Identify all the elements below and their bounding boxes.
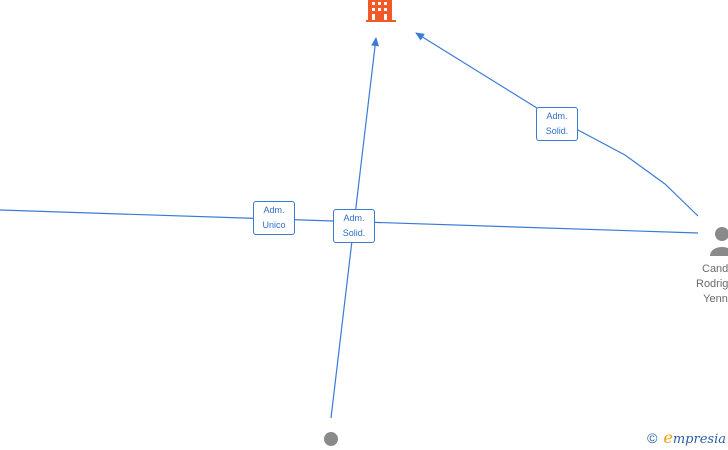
copyright-symbol: © (647, 429, 658, 446)
edge-label-line: Solid. (342, 228, 366, 238)
brand-logo: empresia (663, 428, 726, 447)
edge-label-line: Solid. (545, 126, 569, 136)
person-name-line: Yenn (703, 293, 728, 305)
building-icon[interactable] (366, 0, 396, 22)
person-name-line: Rodrig (696, 278, 728, 290)
person-icon[interactable] (710, 227, 728, 256)
person-right-label[interactable]: Cand Rodrig Yenn (696, 262, 728, 307)
edge-label-adm-solid-right[interactable]: Adm. Solid. (536, 107, 578, 141)
edge-label-line: Adm. (263, 205, 285, 215)
brand-logo-word: mpresia (672, 432, 726, 447)
person-name-line: Cand (702, 263, 728, 275)
edge-label-line: Adm. (546, 111, 568, 121)
person-icon[interactable] (319, 432, 343, 450)
edge-label-line: Unico (262, 220, 286, 230)
edge-right-to-company-line (415, 32, 699, 217)
edge-label-line: Adm. (343, 213, 365, 223)
brand-watermark: © empresia (647, 428, 726, 447)
edge-label-adm-unico[interactable]: Adm. Unico (253, 201, 295, 235)
edge-label-adm-solid-bottom[interactable]: Adm. Solid. (333, 209, 375, 243)
brand-logo-e: e (663, 428, 673, 447)
